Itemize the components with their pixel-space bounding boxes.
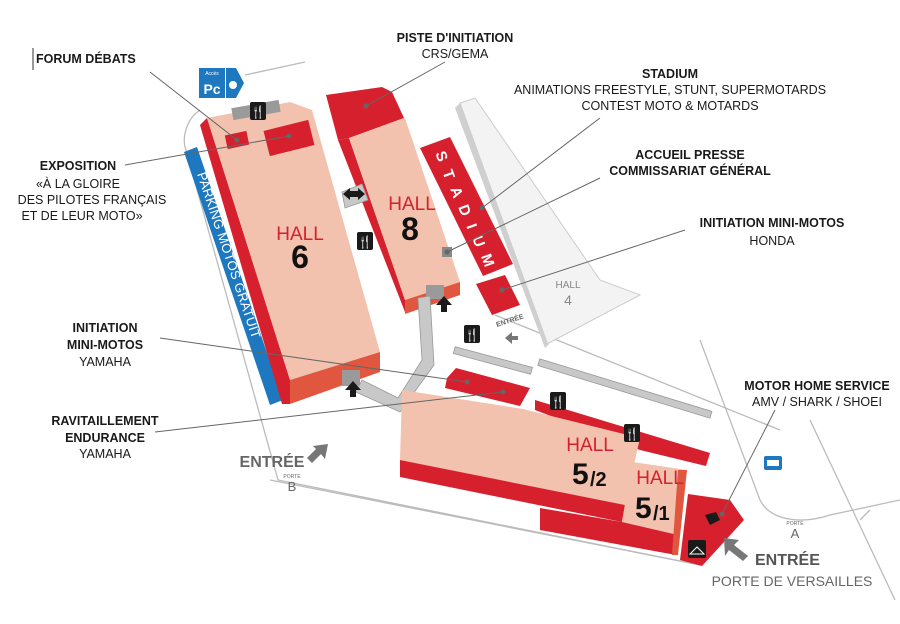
piste-initiation-area[interactable] xyxy=(326,87,404,140)
restaurant-icons: 🍴 🍴 🍴 🍴 🍴 xyxy=(250,102,782,558)
restaurant-icon: 🍴 xyxy=(550,392,566,410)
hall-6-number: 6 xyxy=(291,239,309,275)
svg-text:I: I xyxy=(463,222,480,232)
svg-text:🍴: 🍴 xyxy=(551,395,566,409)
hall-5-1[interactable]: HALL 5 /1 xyxy=(540,462,687,555)
svg-text:A: A xyxy=(791,526,800,541)
forum-debats-label: FORUM DÉBATS xyxy=(36,51,136,66)
hall-8-word: HALL xyxy=(388,194,436,215)
svg-text:CONTEST MOTO & MOTARDS: CONTEST MOTO & MOTARDS xyxy=(581,99,758,113)
entree-a-label: ENTRÉE xyxy=(755,550,820,569)
svg-text:ET DE LEUR MOTO»: ET DE LEUR MOTO» xyxy=(21,209,142,223)
map-labels: FORUM DÉBATS PISTE D'INITIATION CRS/GEMA… xyxy=(18,31,890,589)
hall-8-number: 8 xyxy=(401,211,419,247)
svg-text:🍴: 🍴 xyxy=(251,105,266,119)
svg-text:Accès: Accès xyxy=(205,71,219,77)
svg-text:/2: /2 xyxy=(590,469,607,491)
svg-text:YAMAHA: YAMAHA xyxy=(79,355,132,369)
hall-5-2-number: 5 xyxy=(572,458,589,491)
entrance-arrows xyxy=(307,188,748,561)
hall-5-1-number: 5 xyxy=(635,492,652,525)
entree-b-label: ENTRÉE xyxy=(240,452,305,471)
hall-6-word: HALL xyxy=(276,224,324,245)
restaurant-icon: 🍴 xyxy=(357,232,373,250)
svg-text:DES PILOTES FRANÇAIS: DES PILOTES FRANÇAIS xyxy=(18,193,167,207)
svg-text:🍴: 🍴 xyxy=(465,328,480,342)
svg-text:PORTE: PORTE xyxy=(786,521,804,527)
porte-versailles-label: PORTE DE VERSAILLES xyxy=(712,573,873,589)
svg-text:COMMISSARIAT GÉNÉRAL: COMMISSARIAT GÉNÉRAL xyxy=(609,163,771,178)
svg-text:HONDA: HONDA xyxy=(749,234,795,248)
svg-text:Pc: Pc xyxy=(203,81,220,97)
yamaha-minimotos-label: INITIATION xyxy=(72,321,137,335)
entree-small-label: ENTRÉE xyxy=(495,311,525,328)
svg-text:/1: /1 xyxy=(653,503,670,525)
callout-lines xyxy=(32,48,776,517)
mini-motos-honda-area[interactable] xyxy=(476,275,520,315)
svg-text:AMV / SHARK / SHOEI: AMV / SHARK / SHOEI xyxy=(752,395,882,409)
cloakroom-icon xyxy=(688,540,706,558)
presse-label: ACCUEIL PRESSE xyxy=(635,148,745,162)
svg-text:ANIMATIONS FREESTYLE, STUNT, S: ANIMATIONS FREESTYLE, STUNT, SUPERMOTARD… xyxy=(514,83,826,97)
svg-text:YAMAHA: YAMAHA xyxy=(79,447,132,461)
restaurant-icon: 🍴 xyxy=(464,325,480,343)
hall-5-2-word: HALL xyxy=(566,435,614,456)
hall-5-1-word: HALL xyxy=(636,468,684,489)
arrow-icon xyxy=(705,512,720,525)
svg-text:ENDURANCE: ENDURANCE xyxy=(65,431,145,445)
exposition-label: EXPOSITION xyxy=(40,159,116,173)
svg-text:M: M xyxy=(477,252,497,270)
svg-text:B: B xyxy=(288,479,297,494)
ravitaillement-label: RAVITAILLEMENT xyxy=(51,414,159,428)
svg-text:PORTE: PORTE xyxy=(283,474,301,480)
motorhome-label: MOTOR HOME SERVICE xyxy=(744,379,889,393)
entree-small-arrow-icon xyxy=(505,332,518,344)
arrow-up-icon xyxy=(345,381,361,397)
parking-access-icon: Accès Pc xyxy=(199,68,244,98)
piste-label: PISTE D'INITIATION xyxy=(397,31,514,45)
svg-text:🍴: 🍴 xyxy=(625,427,640,441)
entree-b-arrow-icon xyxy=(307,444,328,463)
restaurant-icon: 🍴 xyxy=(624,424,640,442)
hall-5-2[interactable]: HALL 5 /2 xyxy=(400,390,640,540)
stadium[interactable]: S T A D I U M xyxy=(420,137,513,276)
arrow-icon xyxy=(343,188,365,200)
hall-4-number: 4 xyxy=(564,292,572,308)
mini-motos-yamaha-area[interactable] xyxy=(445,368,530,406)
bank-card-icon xyxy=(764,456,782,470)
svg-text:MINI-MOTOS: MINI-MOTOS xyxy=(67,338,143,352)
arrow-up-icon xyxy=(436,296,452,312)
svg-text:«À LA GLOIRE: «À LA GLOIRE xyxy=(36,176,120,191)
hall-4-word: HALL xyxy=(555,280,580,291)
honda-label: INITIATION MINI-MOTOS xyxy=(700,216,845,230)
svg-text:CRS/GEMA: CRS/GEMA xyxy=(422,47,489,61)
stadium-label: STADIUM xyxy=(642,67,698,81)
entree-a-arrow-icon xyxy=(724,538,748,561)
restaurant-icon: 🍴 xyxy=(250,102,266,120)
hall-5-annex[interactable] xyxy=(535,400,710,466)
svg-text:🍴: 🍴 xyxy=(358,235,373,249)
